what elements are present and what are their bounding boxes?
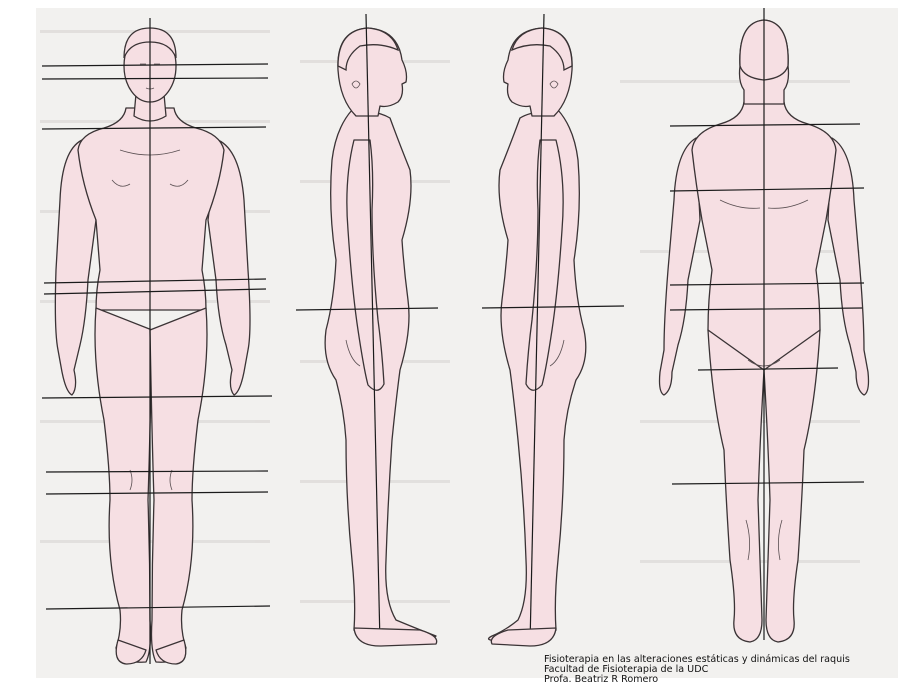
anterior-right-leg: [95, 308, 152, 662]
anterior-left-leg: [150, 308, 207, 662]
lateral-left-foot: [491, 628, 556, 646]
lateral-view-facing-right: [325, 28, 436, 641]
anterior-line-knees-upper: [46, 471, 268, 472]
caption-line-author: Profa. Beatriz R Romero: [544, 675, 899, 685]
posterior-right-leg: [708, 330, 764, 642]
figure-caption: Fisioterapia en las alteraciones estátic…: [544, 655, 899, 686]
posterior-line-knees: [672, 482, 864, 484]
posterior-left-arm: [828, 138, 869, 395]
anterior-view: [55, 28, 250, 662]
lateral-right-foot: [354, 628, 437, 646]
posterior-right-arm: [660, 138, 701, 395]
posterior-left-leg: [764, 330, 820, 642]
anterior-line-mouth: [42, 78, 268, 79]
